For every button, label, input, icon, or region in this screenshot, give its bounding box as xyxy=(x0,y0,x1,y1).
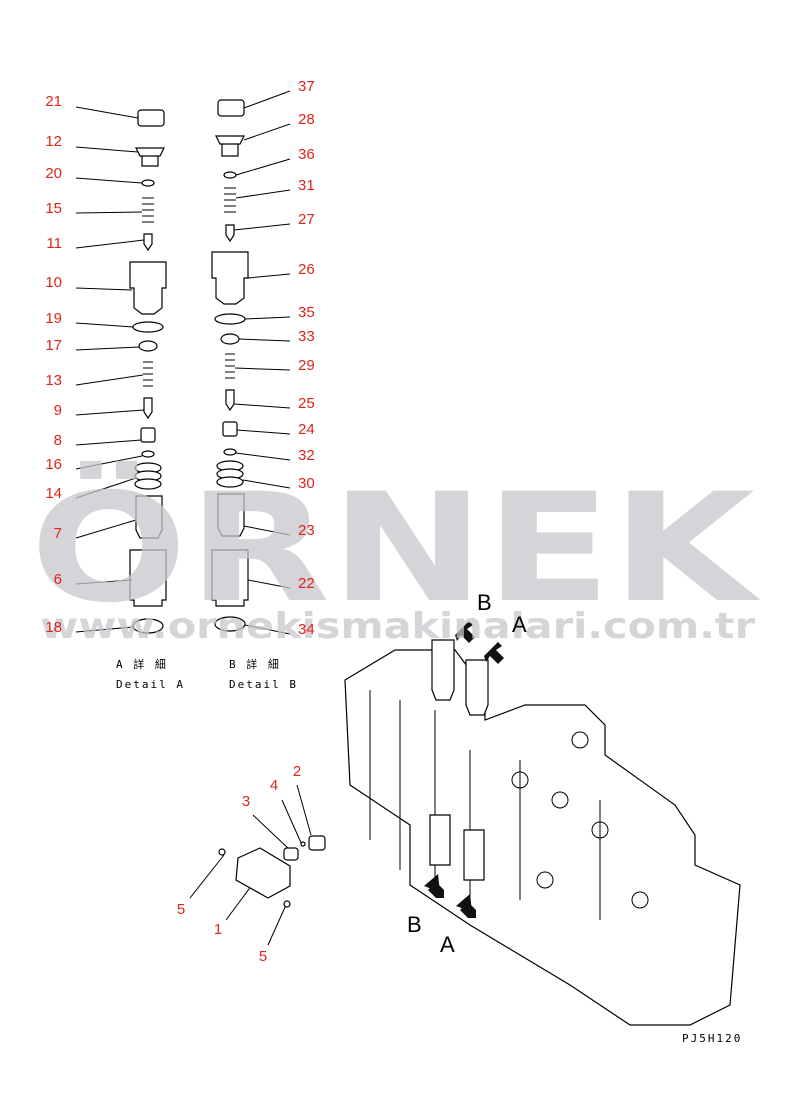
detail-b-caption: Detail B xyxy=(229,678,298,691)
assembly-callouts: 2 4 3 5 1 5 xyxy=(177,763,301,965)
callout: 24 xyxy=(298,421,315,438)
callout: 36 xyxy=(298,146,315,163)
detail-b-callouts: 37 28 36 31 27 26 35 33 29 25 24 32 30 2… xyxy=(298,78,315,638)
view-labels: B A B A xyxy=(407,590,527,957)
callout: 18 xyxy=(45,619,62,636)
callout: 21 xyxy=(45,93,62,110)
callout: 27 xyxy=(298,211,315,228)
callout: 28 xyxy=(298,111,315,128)
leader-lines xyxy=(75,90,312,946)
arrow-icon xyxy=(424,874,444,898)
view-label-a: A xyxy=(512,612,527,637)
callout: 32 xyxy=(298,447,315,464)
arrow-icon xyxy=(455,621,475,643)
detail-a-parts xyxy=(129,109,167,634)
callout: 22 xyxy=(298,575,315,592)
callout: 33 xyxy=(298,328,315,345)
detail-a-caption: Detail A xyxy=(116,678,185,691)
callout: 1 xyxy=(214,921,222,938)
callout: 16 xyxy=(45,456,62,473)
arrow-icon xyxy=(456,894,476,918)
arrow-icon xyxy=(484,642,504,664)
detail-a-caption-jp: A 詳 細 xyxy=(116,657,168,671)
watermark-url: www.ornekismakinalari.com.tr xyxy=(40,606,755,647)
callout: 37 xyxy=(298,78,315,95)
callout: 4 xyxy=(270,777,278,794)
callout: 20 xyxy=(45,165,62,182)
control-valve-assembly xyxy=(218,639,741,1026)
callout: 17 xyxy=(45,337,62,354)
callout: 26 xyxy=(298,261,315,278)
callout: 5 xyxy=(177,901,185,918)
view-label-b: B xyxy=(477,590,492,615)
callout: 8 xyxy=(54,432,62,449)
watermark-logo: ÖRNEK xyxy=(30,460,761,636)
callout: 35 xyxy=(298,304,315,321)
callout: 7 xyxy=(54,525,62,542)
callout: 25 xyxy=(298,395,315,412)
callout: 3 xyxy=(242,793,250,810)
callout: 30 xyxy=(298,475,315,492)
callout: 29 xyxy=(298,357,315,374)
detail-b-parts xyxy=(211,99,249,632)
drawing-code: PJ5H120 xyxy=(682,1032,742,1045)
detail-b-caption-jp: B 詳 細 xyxy=(229,657,281,671)
callout: 14 xyxy=(45,485,62,502)
callout: 31 xyxy=(298,177,315,194)
callout: 34 xyxy=(298,621,315,638)
callout: 6 xyxy=(54,571,62,588)
callout: 15 xyxy=(45,200,62,217)
view-label-a: A xyxy=(440,932,455,957)
callout: 23 xyxy=(298,522,315,539)
callout: 19 xyxy=(45,310,62,327)
callout: 10 xyxy=(45,274,62,291)
callout: 13 xyxy=(45,372,62,389)
callout: 5 xyxy=(259,948,267,965)
view-arrows xyxy=(424,621,504,918)
view-label-b: B xyxy=(407,912,422,937)
callout: 11 xyxy=(46,235,62,252)
callout: 9 xyxy=(54,402,62,419)
callout: 12 xyxy=(45,133,62,150)
detail-a-callouts: 21 12 20 15 11 10 19 17 13 9 8 16 14 7 6… xyxy=(45,93,62,636)
callout: 2 xyxy=(293,763,301,780)
